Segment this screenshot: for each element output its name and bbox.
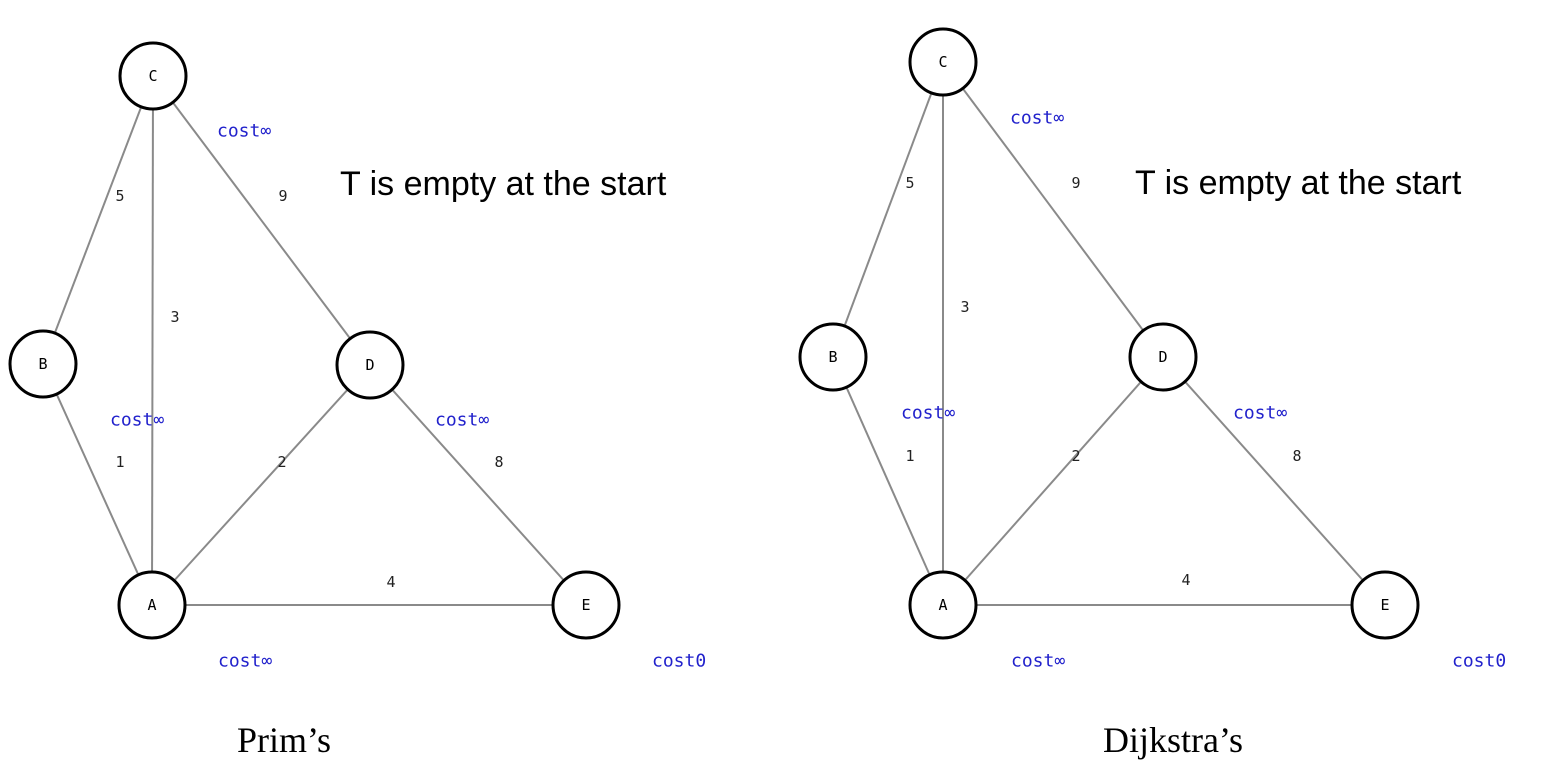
edge-weight-a-d: 2 (1071, 447, 1080, 465)
edge-b-a (42, 363, 153, 606)
edge-d-e (1162, 356, 1386, 606)
edge-weight-a-e: 4 (386, 573, 395, 591)
node-e-circle (1350, 570, 1420, 640)
tree-empty-note: T is empty at the start (340, 165, 667, 203)
node-d-label: D (1158, 348, 1167, 366)
panel-caption: Prim’s (237, 720, 331, 760)
edge-weight-b-a: 1 (905, 447, 914, 465)
edge-b-c (832, 61, 944, 358)
node-b-circle (798, 322, 868, 392)
edge-weight-d-e: 8 (494, 453, 503, 471)
edge-weight-a-e: 4 (1181, 571, 1190, 589)
edge-weight-c-a: 3 (170, 308, 179, 326)
edge-d-e (369, 364, 587, 606)
node-d-circle (335, 330, 405, 400)
node-b-label: B (828, 348, 837, 366)
edge-a-d (942, 356, 1164, 606)
edge-c-d (152, 75, 371, 366)
panel-caption: Dijkstra’s (1103, 720, 1243, 760)
node-d-circle (1128, 322, 1198, 392)
node-b-circle (8, 329, 78, 399)
edge-weight-d-e: 8 (1292, 447, 1301, 465)
cost-label-d: cost∞ (435, 410, 489, 431)
node-c-label: C (938, 53, 947, 71)
edge-a-d (151, 364, 371, 606)
node-a-label: A (938, 596, 947, 614)
cost-label-c: cost∞ (1010, 108, 1064, 129)
node-b-label: B (38, 355, 47, 373)
node-a-circle (908, 570, 978, 640)
edge-weight-b-a: 1 (115, 453, 124, 471)
edge-weight-a-d: 2 (277, 453, 286, 471)
edge-weight-c-d: 9 (278, 187, 287, 205)
edge-c-d (942, 61, 1164, 358)
cost-label-b: cost∞ (110, 410, 164, 431)
cost-label-e: cost0 (652, 651, 706, 672)
node-c-circle (908, 27, 978, 97)
node-d-label: D (365, 356, 374, 374)
node-a-circle (117, 570, 187, 640)
cost-label-a: cost∞ (218, 651, 272, 672)
cost-label-d: cost∞ (1233, 403, 1287, 424)
edge-weight-b-c: 5 (115, 187, 124, 205)
edge-b-c (42, 75, 154, 365)
node-e-label: E (581, 596, 590, 614)
node-e-label: E (1380, 596, 1389, 614)
tree-empty-note: T is empty at the start (1135, 164, 1462, 202)
node-c-circle (118, 41, 188, 111)
edge-b-a (832, 356, 944, 606)
node-e-circle (551, 570, 621, 640)
edge-weight-b-c: 5 (905, 174, 914, 192)
cost-label-a: cost∞ (1011, 651, 1065, 672)
cost-label-b: cost∞ (901, 403, 955, 424)
node-c-label: C (148, 67, 157, 85)
node-a-label: A (147, 596, 156, 614)
edge-weight-c-d: 9 (1071, 174, 1080, 192)
edge-c-a (151, 75, 154, 606)
cost-label-c: cost∞ (217, 121, 271, 142)
edge-weight-c-a: 3 (960, 298, 969, 316)
cost-label-e: cost0 (1452, 651, 1506, 672)
